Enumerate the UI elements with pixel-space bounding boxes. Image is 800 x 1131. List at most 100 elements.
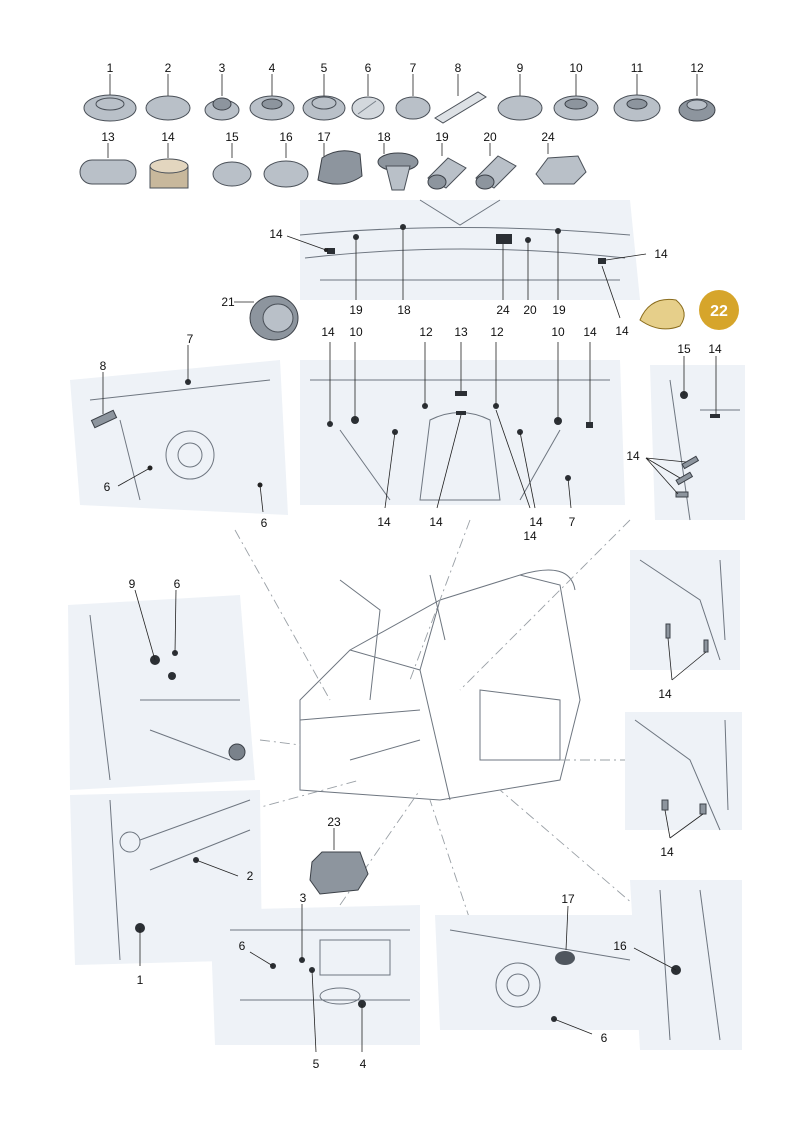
panel-left-a: 7 8 6 6: [70, 332, 288, 530]
label-part-4: 4: [269, 61, 276, 75]
top-callout-14-bottom: 14: [615, 324, 629, 338]
bottom-callout-3: 3: [300, 891, 307, 905]
panel-right-a: 15 14 14: [626, 342, 745, 521]
part-17-cap: 17: [317, 130, 363, 185]
label-part-10: 10: [569, 61, 583, 75]
part-13-oval-plug: 13: [79, 130, 137, 185]
part-10-plug: 10: [553, 61, 599, 121]
reference-lines: [234, 519, 641, 921]
center-callout-14-f: 14: [523, 529, 537, 543]
panel-right-c: 14: [625, 712, 742, 859]
part-23-cover: 23: [309, 815, 369, 895]
panel-center: 14 10 12 13 12 10 14 14 14 14 14 7: [300, 325, 625, 543]
label-part-11: 11: [631, 61, 644, 75]
car-body-center: [299, 569, 581, 801]
label-part-14: 14: [161, 130, 175, 144]
part-21-seal: 21: [221, 295, 299, 341]
left-a-callout-6-left: 6: [104, 480, 111, 494]
panel-top-plenum: 14 19 18 24 20 19 14 14: [269, 199, 668, 338]
part-15-plug: 15: [212, 130, 252, 187]
part-6-tape: 6: [351, 61, 385, 120]
label-part-6: 6: [365, 61, 372, 75]
part-14-tape-roll: 14: [149, 130, 189, 189]
top-callout-20: 20: [523, 303, 537, 317]
part-8-strip: 8: [434, 61, 487, 124]
right-c-callout-14: 14: [660, 845, 674, 859]
part-4-plug: 4: [249, 61, 295, 121]
label-part-13: 13: [101, 130, 115, 144]
callout-21: 21: [221, 295, 235, 309]
panel-bottom-center: 3 6 5 4: [210, 891, 420, 1071]
top-callout-18: 18: [397, 303, 411, 317]
part-22-highlight: 22: [639, 290, 739, 330]
part-19-connector: 19: [427, 130, 467, 190]
top-callout-14-right: 14: [654, 247, 668, 261]
bottom-callout-6: 6: [239, 939, 246, 953]
center-callout-13: 13: [454, 325, 468, 339]
parts-row-2: 13 14 15 16 17 18: [79, 130, 587, 191]
callout-23: 23: [327, 815, 341, 829]
center-callout-14-c: 14: [377, 515, 391, 529]
right-a-callout-15: 15: [677, 342, 691, 356]
label-part-24: 24: [541, 130, 555, 144]
right-a-callout-14-top: 14: [708, 342, 722, 356]
left-a-callout-6-bottom: 6: [261, 516, 268, 530]
part-12-plug: 12: [678, 61, 716, 122]
part-11-plug: 11: [613, 61, 661, 122]
right-b-callout-14: 14: [658, 687, 672, 701]
label-part-7: 7: [410, 61, 417, 75]
part-5-plug: 5: [302, 61, 346, 121]
left-c-callout-2: 2: [247, 869, 254, 883]
part-2-plug: 2: [145, 61, 191, 121]
bottom-callout-5: 5: [313, 1057, 320, 1071]
part-16-plug: 16: [263, 130, 309, 188]
label-part-1: 1: [107, 61, 114, 75]
panel-left-b: 9 6: [68, 577, 255, 790]
label-part-3: 3: [219, 61, 226, 75]
left-b-callout-9: 9: [129, 577, 136, 591]
part-18-grommet: 18: [377, 130, 419, 191]
part-7-plug: 7: [395, 61, 431, 120]
part-24-cover: 24: [535, 130, 587, 185]
left-c-callout-1: 1: [137, 973, 144, 987]
label-part-15: 15: [225, 130, 239, 144]
top-callout-19-left: 19: [349, 303, 363, 317]
center-callout-12-left: 12: [419, 325, 433, 339]
panel-right-b: 14: [630, 550, 740, 701]
center-callout-14-d: 14: [429, 515, 443, 529]
left-a-callout-7: 7: [187, 332, 194, 346]
top-callout-24: 24: [496, 303, 510, 317]
bottom-right-b-callout-16: 16: [613, 939, 627, 953]
part-1-plug: 1: [83, 61, 137, 122]
top-callout-14-left: 14: [269, 227, 283, 241]
panel-bottom-right-a: 17 6: [435, 892, 645, 1045]
label-part-8: 8: [455, 61, 462, 75]
center-callout-10-left: 10: [349, 325, 363, 339]
left-b-callout-6: 6: [174, 577, 181, 591]
center-callout-12-right: 12: [490, 325, 504, 339]
part-3-plug: 3: [204, 61, 240, 121]
center-callout-7: 7: [569, 515, 576, 529]
label-part-17: 17: [317, 130, 331, 144]
center-callout-10-right: 10: [551, 325, 565, 339]
label-part-19: 19: [435, 130, 449, 144]
center-callout-14-a: 14: [321, 325, 335, 339]
center-callout-14-b: 14: [583, 325, 597, 339]
top-callout-19-right: 19: [552, 303, 566, 317]
bottom-right-a-callout-6: 6: [601, 1031, 608, 1045]
panel-bottom-right-b: 16: [613, 880, 742, 1050]
label-part-2: 2: [165, 61, 172, 75]
label-part-18: 18: [377, 130, 391, 144]
label-part-16: 16: [279, 130, 293, 144]
part-20-connector: 20: [475, 130, 517, 190]
label-part-20: 20: [483, 130, 497, 144]
label-part-9: 9: [517, 61, 524, 75]
label-part-5: 5: [321, 61, 328, 75]
right-a-callout-14-group: 14: [626, 449, 640, 463]
part-9-plug: 9: [497, 61, 543, 121]
parts-row-1: 1 2 3 4 5 6: [83, 61, 716, 124]
bottom-right-a-callout-17: 17: [561, 892, 575, 906]
left-a-callout-8: 8: [100, 359, 107, 373]
center-callout-14-e: 14: [529, 515, 543, 529]
